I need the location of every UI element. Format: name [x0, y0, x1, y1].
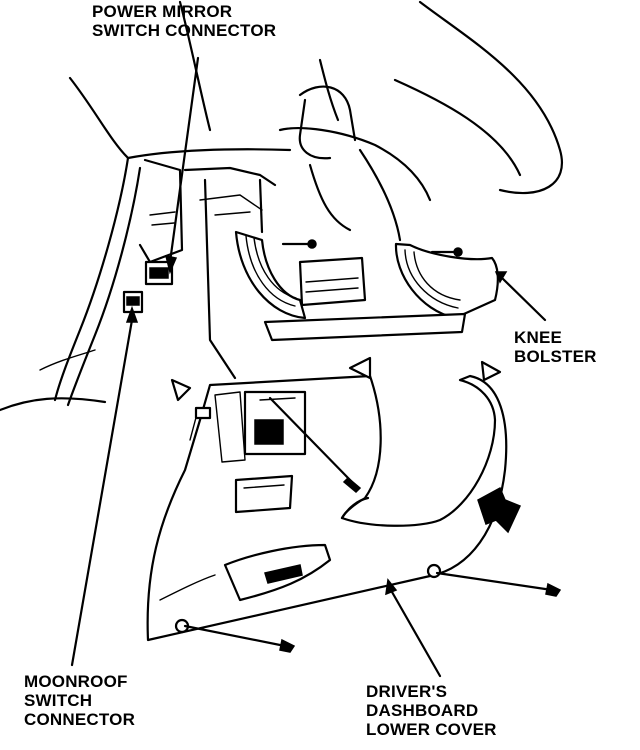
a-pillar-trim	[0, 156, 142, 412]
clip-markers	[170, 356, 502, 420]
callout-moonroof-switch-connector: MOONROOF SWITCH CONNECTOR	[24, 672, 135, 729]
lower-cover-part	[146, 374, 508, 642]
callout-knee-bolster: KNEE BOLSTER	[514, 328, 597, 366]
callout-line: DRIVER'S	[366, 682, 448, 701]
callout-line: MOONROOF	[24, 672, 128, 691]
callout-line: POWER MIRROR	[92, 2, 233, 21]
leader-lines	[70, 56, 547, 678]
knee-bolster-part	[234, 230, 499, 342]
callout-line: SWITCH	[24, 691, 93, 710]
callout-drivers-dashboard-lower-cover: DRIVER'S DASHBOARD LOWER COVER	[366, 682, 497, 739]
removal-direction-arrow	[477, 486, 522, 534]
callout-line: KNEE	[514, 328, 563, 347]
callout-line: LOWER COVER	[366, 720, 497, 739]
switch-bracket	[122, 158, 237, 380]
callout-line: DASHBOARD	[366, 701, 479, 720]
callout-line: CONNECTOR	[24, 710, 136, 729]
screws	[183, 396, 562, 653]
callout-line: BOLSTER	[514, 347, 597, 366]
callout-power-mirror-switch-connector: POWER MIRROR SWITCH CONNECTOR	[92, 2, 276, 40]
callout-line: SWITCH CONNECTOR	[92, 21, 277, 40]
dashboard-outline	[68, 0, 563, 242]
